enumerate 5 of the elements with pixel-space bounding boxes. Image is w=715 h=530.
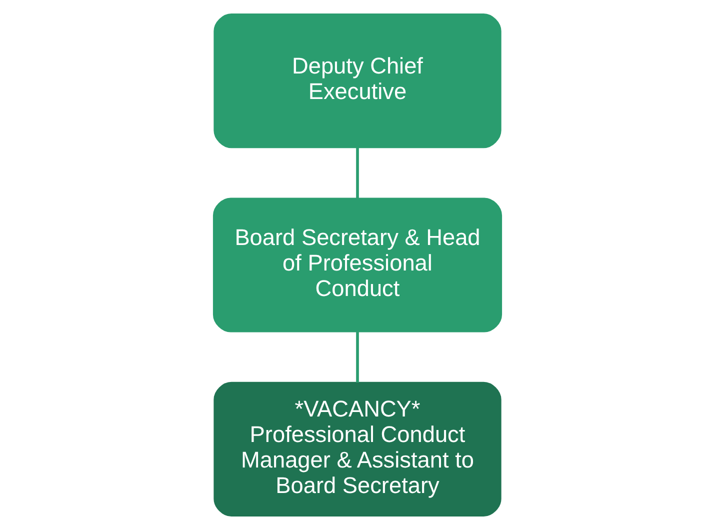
node-box: *VACANCY* Professional Conduct Manager & Assistant to Board Secretary <box>214 382 502 517</box>
connector <box>356 332 359 383</box>
node-box: Board Secretary & Head of Professional Conduct <box>212 198 502 332</box>
connector <box>356 148 359 198</box>
node-box: Deputy Chief Executive <box>214 13 502 148</box>
